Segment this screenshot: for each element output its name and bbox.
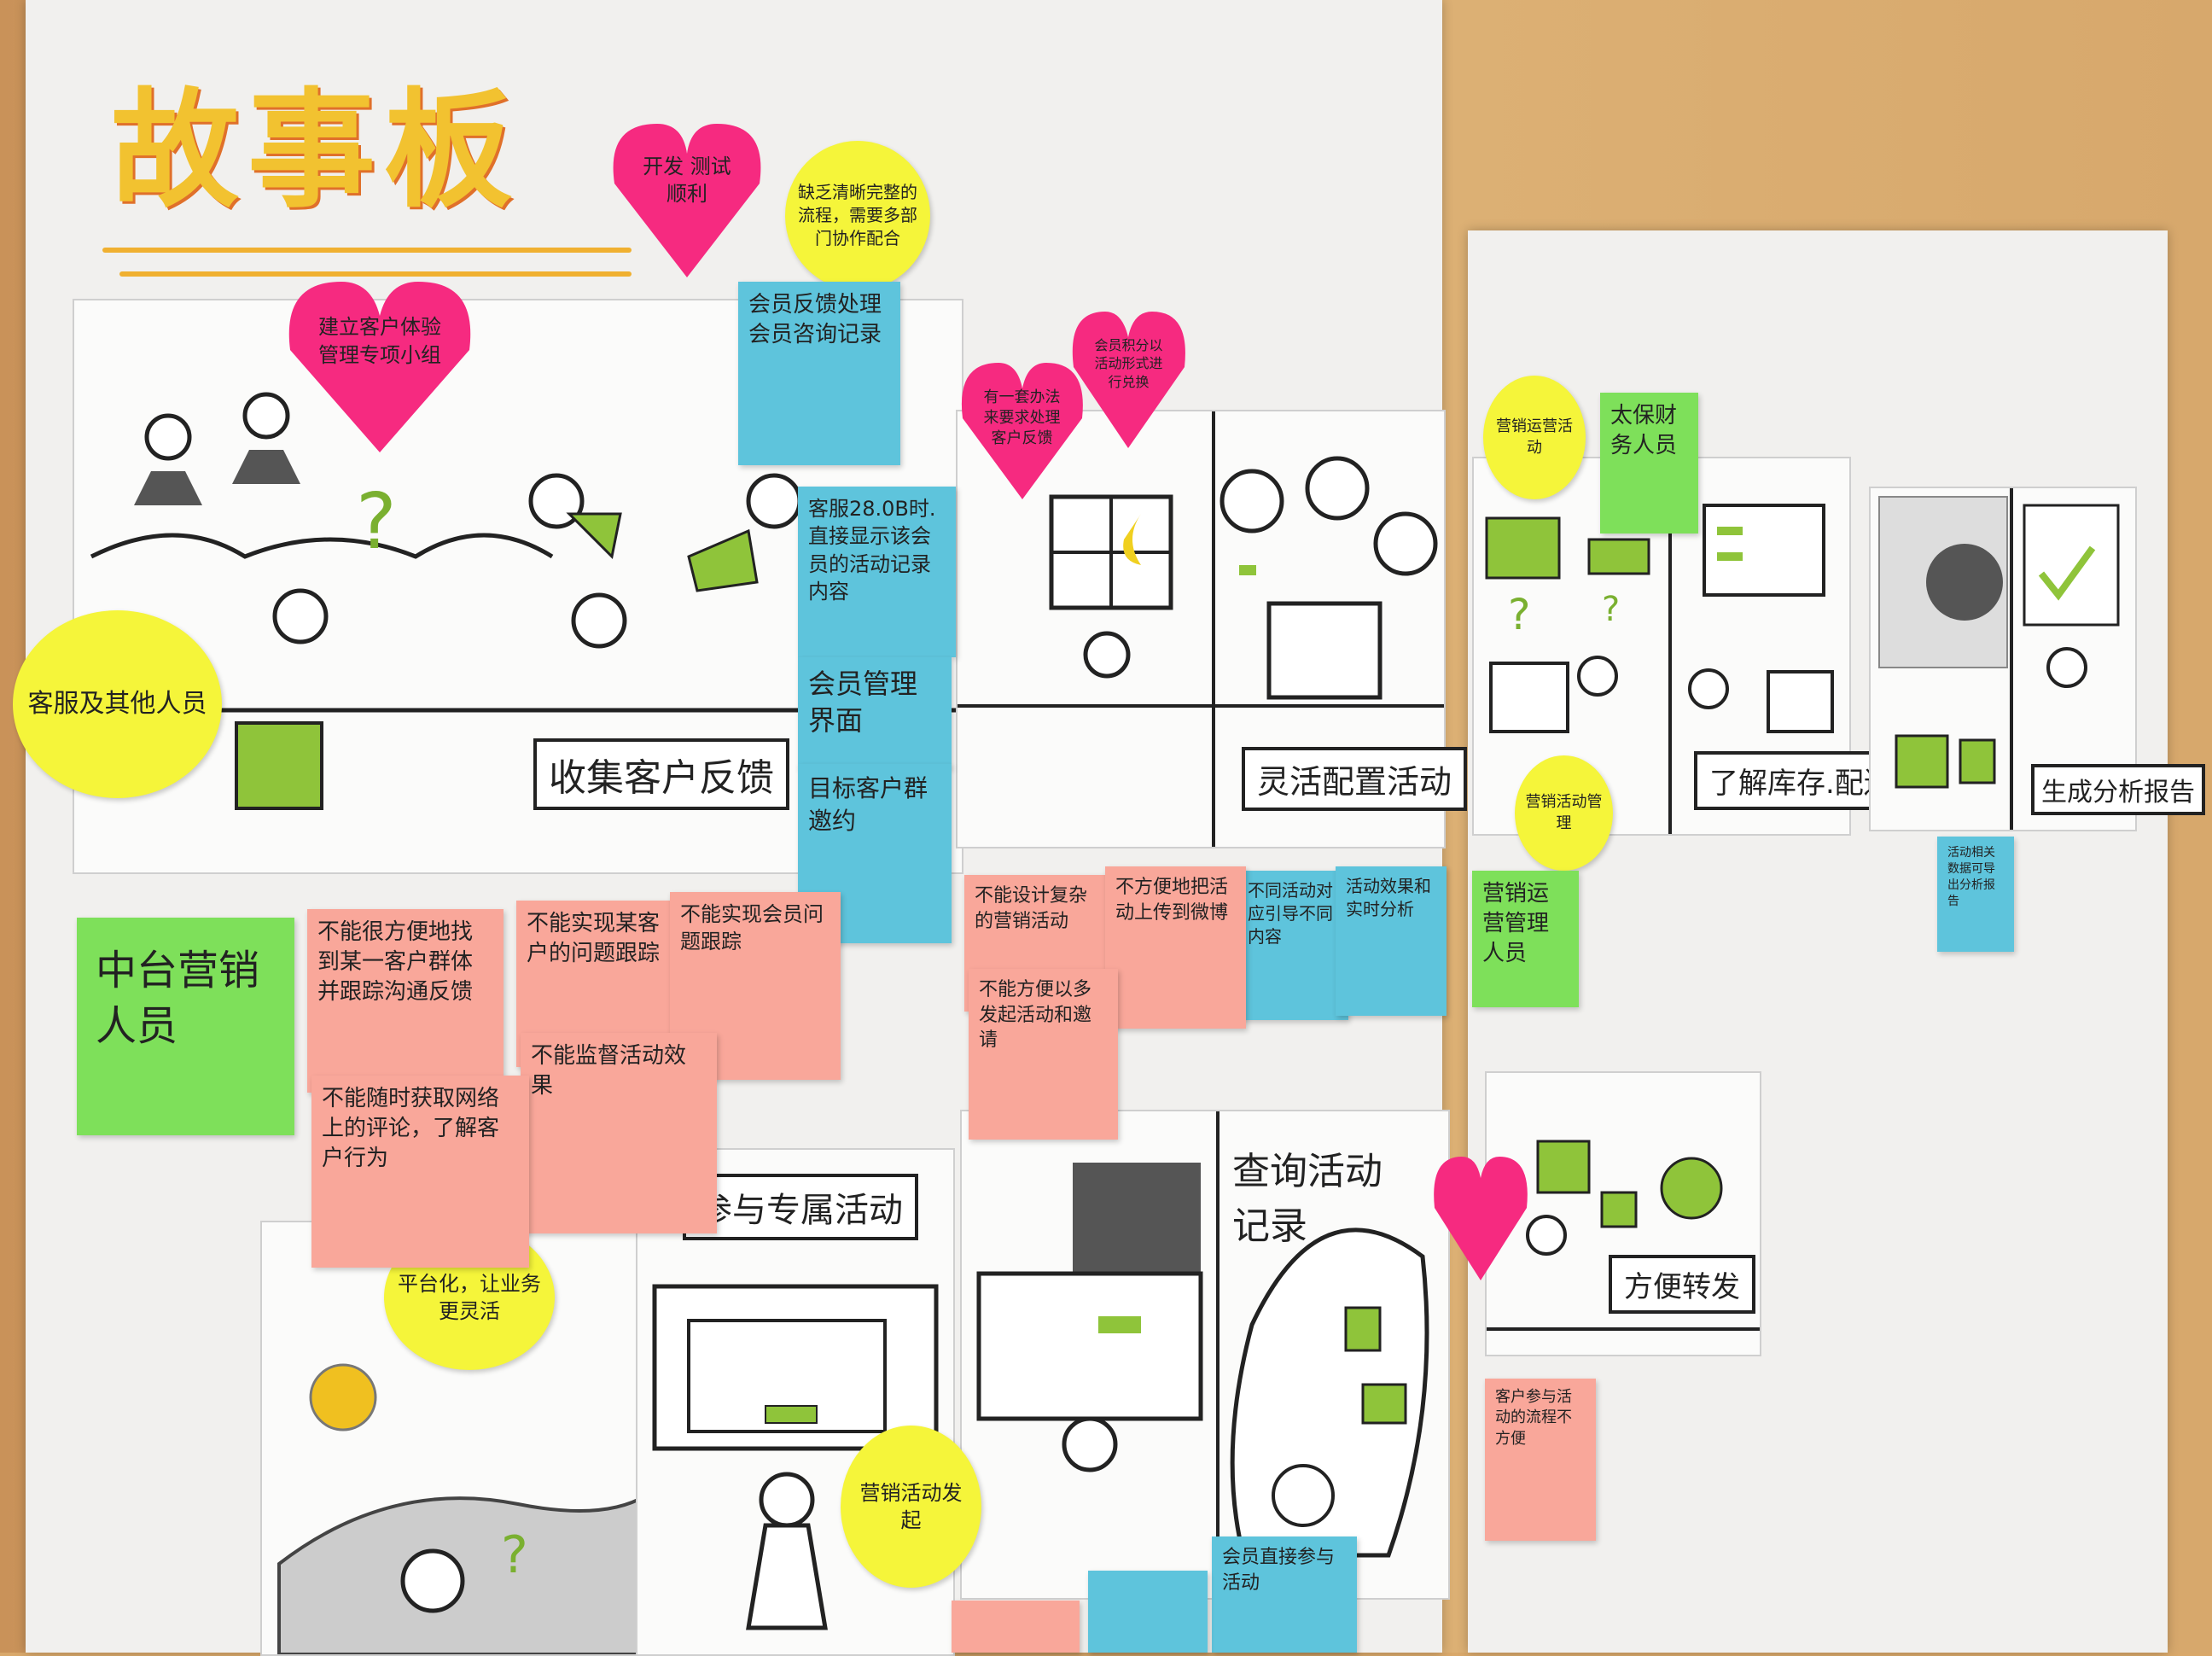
blue-note-member-feedback: 会员反馈处理 会员咨询记录 — [738, 282, 900, 465]
heart-icon — [1072, 312, 1185, 448]
sketch-drawing-4 — [1878, 488, 2120, 830]
pink-note-7: 不方便地把活动上传到微博 — [1105, 866, 1246, 1029]
green-note-marketing: 中台营销人员 — [77, 918, 294, 1135]
sketch-sheet-query-event — [960, 1110, 1450, 1600]
yellow-note-2: 营销运营活动 — [1483, 376, 1586, 499]
heart-icon — [1434, 1157, 1528, 1280]
caption-collect-feedback: 收集客户反馈 — [533, 738, 789, 810]
sketch-drawing: ? — [74, 392, 962, 810]
yellow-note-4: 营销活动发起 — [841, 1426, 981, 1588]
blue-note-event-analysis: 活动效果和实时分析 — [1336, 866, 1447, 1016]
storyboard-title: 故事板 — [111, 75, 521, 225]
yellow-note-customer-service: 客服及其他人员 — [13, 610, 222, 798]
heart-icon — [288, 282, 471, 452]
sketch-sheet-report — [1869, 487, 2137, 831]
sketch-drawing-5: ? — [277, 1363, 646, 1654]
sketch-drawing-6 — [652, 1284, 939, 1630]
blue-note-customer-service: 客服28.0B时.直接显示该会员的活动记录内容 — [798, 487, 956, 657]
blue-note-bottom — [1088, 1571, 1208, 1653]
sketch-drawing-8 — [1487, 1140, 1760, 1331]
heart-icon — [961, 363, 1083, 499]
title-underline — [102, 248, 632, 253]
caption-forward: 方便转发 — [1609, 1255, 1755, 1314]
pink-note-9: 客户参与活动的流程不方便 — [1485, 1379, 1596, 1541]
heart-note-5 — [1429, 1148, 1532, 1285]
pink-note-5: 不能随时获取网络上的评论，了解客户行为 — [311, 1076, 529, 1268]
sketch-sheet-bottom-left: ? — [260, 1221, 648, 1656]
blue-note-member-ui: 会员管理界面 — [798, 657, 952, 768]
caption-flexible-config: 灵活配置活动 — [1242, 747, 1468, 811]
green-note-finance: 太保财务人员 — [1600, 393, 1698, 534]
yellow-note-5: 营销活动管理 — [1515, 755, 1613, 871]
pink-note-1: 不能很方便地找到某一客户群体并跟踪沟通反馈 — [307, 909, 504, 1093]
heart-note-4: 会员积分以活动形式进行兑换 — [1067, 303, 1190, 452]
blue-note-export-report: 活动相关数据可导出分析报告 — [1937, 837, 2014, 952]
yellow-note-1: 缺乏清晰完整的流程，需要多部门协作配合 — [785, 141, 930, 290]
sketch-drawing-2 — [958, 411, 1444, 847]
heart-icon — [613, 124, 761, 277]
caption-query-event: 查询活动记录 — [1232, 1150, 1382, 1248]
blue-note-join-direct: 会员直接参与活动 — [1212, 1536, 1357, 1653]
pink-note-8: 不能方便以多发起活动和邀请 — [969, 969, 1118, 1140]
blue-note-event-content: 不同活动对应引导不同内容 — [1237, 871, 1348, 1020]
pink-note-bottom — [952, 1601, 1080, 1653]
svg-text:?: ? — [1508, 590, 1531, 639]
title-underline-2 — [119, 271, 632, 277]
svg-text:?: ? — [501, 1525, 528, 1585]
green-note-operations: 营销运营管理人员 — [1472, 871, 1579, 1007]
heart-note-1: 开发 测试 顺利 — [606, 115, 768, 286]
caption-join-event: 参与专属活动 — [683, 1174, 918, 1240]
svg-text:?: ? — [1602, 590, 1620, 629]
heart-note-2: 建立客户体验管理专项小组 — [282, 273, 478, 457]
sketch-drawing-7 — [976, 1111, 1429, 1598]
svg-text:?: ? — [356, 477, 397, 567]
heart-note-3: 有一套办法来要求处理客户反馈 — [956, 354, 1088, 504]
pink-note-4: 不能监督活动效果 — [521, 1033, 717, 1233]
caption-report: 生成分析报告 — [2031, 764, 2205, 815]
